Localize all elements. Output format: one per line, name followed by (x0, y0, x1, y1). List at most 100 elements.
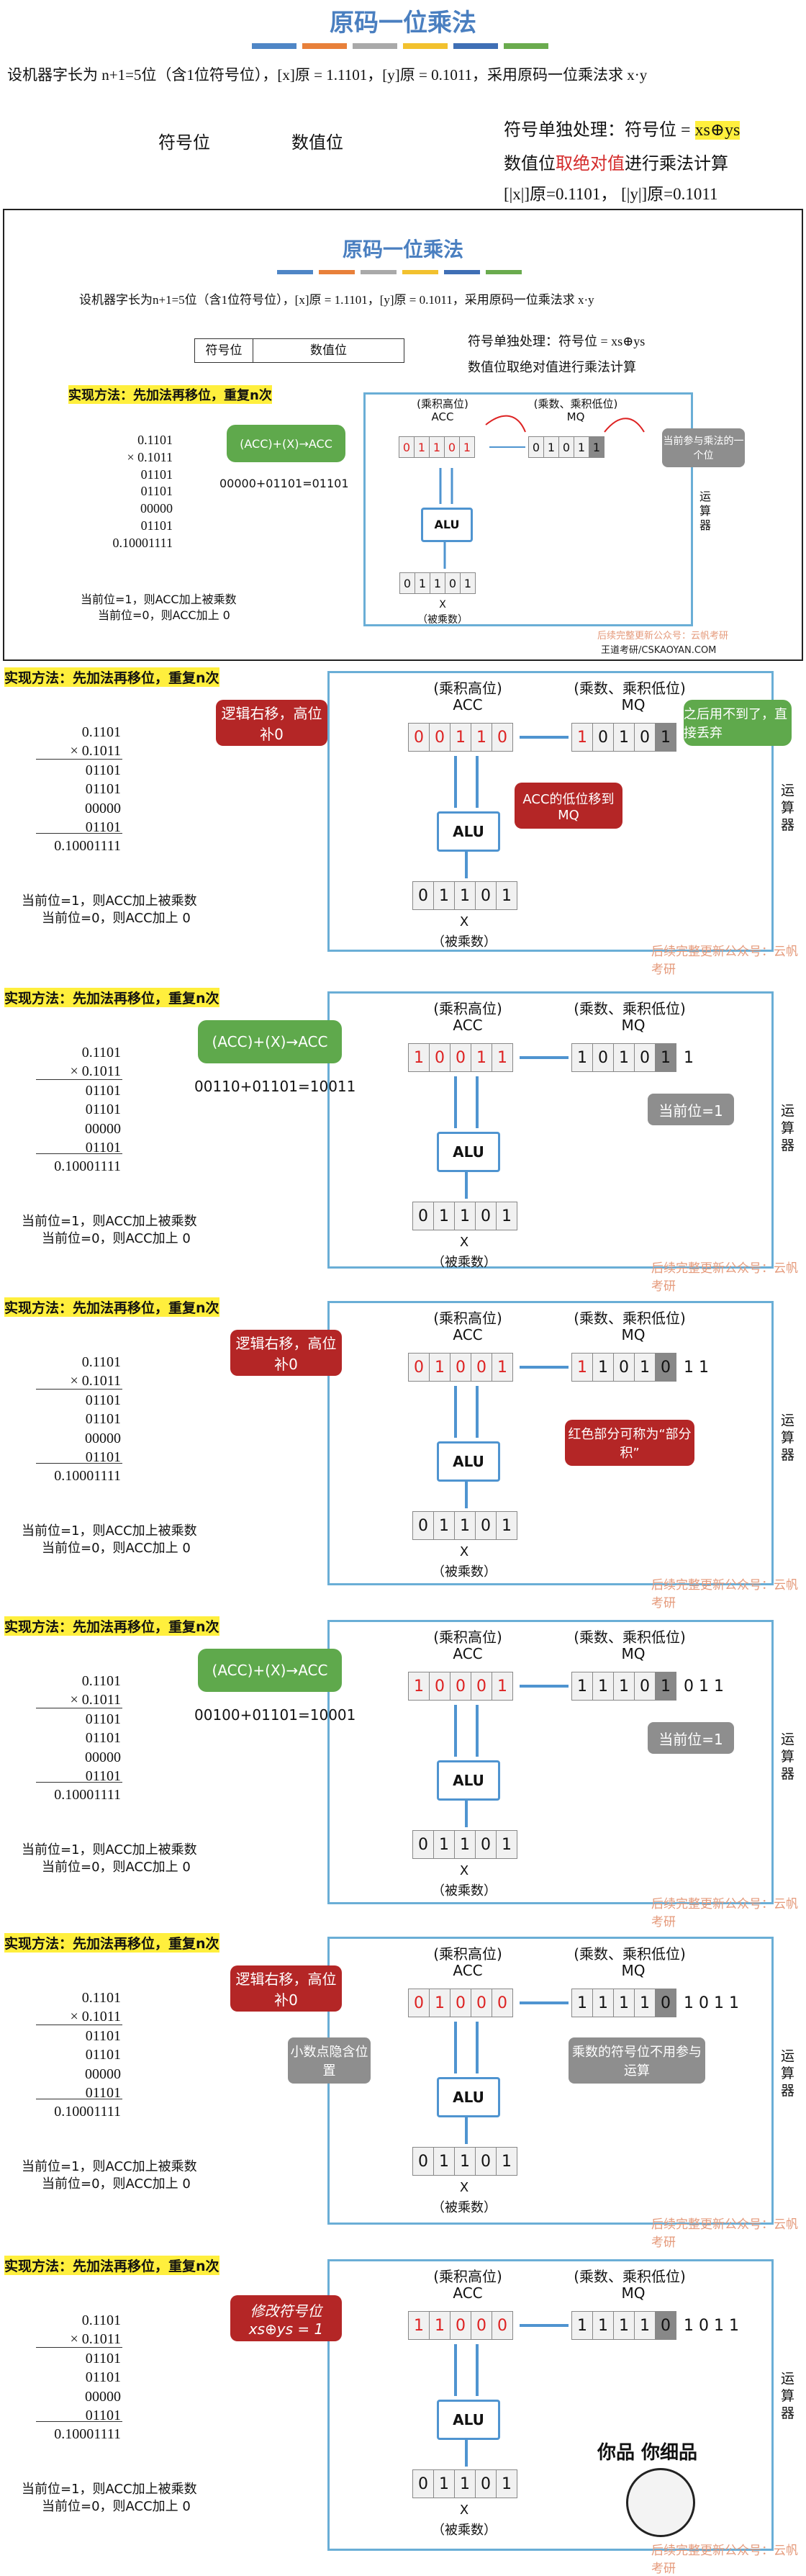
register-bit: 0 (412, 1830, 434, 1859)
register-bit: 0 (429, 1672, 450, 1701)
partial-3: 00000 (85, 1430, 121, 1446)
red-callout-note: 红色部分可称为“部分积” (565, 1420, 694, 1466)
shift-arrow (485, 415, 526, 433)
color-bar-seg (319, 270, 355, 274)
mq-label: MQ (621, 2284, 646, 2302)
register-bit: 0 (412, 2147, 434, 2176)
unit-frame (327, 2259, 774, 2551)
partial-2: 01101 (85, 2369, 121, 2386)
multiplicand: 0.1101 (81, 1990, 121, 2006)
register-bit: 1 (433, 2469, 455, 2498)
rule-one: 当前位=1，则ACC加上被乘数 (81, 593, 237, 606)
x-label: X (459, 2180, 469, 2195)
current-bit-note: 当前参与乘法的一个位 (662, 428, 745, 467)
gray-callout: 小数点隐含位置 (288, 2037, 371, 2084)
register-bit: 1 (592, 2311, 614, 2340)
register-bit: 1 (571, 1353, 593, 1382)
rule-zero: 当前位=0，则ACC加上 0 (42, 1231, 191, 1247)
partial-1: 01101 (85, 1711, 121, 1727)
shifted-out-bits: 1 0 1 1 (684, 2317, 739, 2335)
register-bit: 1 (492, 1353, 513, 1382)
register-bit: 1 (460, 572, 476, 594)
unit-label: 运算器 (781, 783, 795, 833)
shifted-out-bits: 1 (684, 1049, 694, 1067)
slide-1-unit-frame (363, 392, 693, 626)
multiplier: × 0.1011 (127, 449, 173, 464)
register-bit: 1 (571, 1989, 593, 2017)
mq-label: MQ (621, 696, 646, 713)
x-desc: （被乘数） (432, 1255, 497, 1270)
acc-label: ACC (453, 696, 483, 713)
x-desc: （被乘数） (432, 1564, 497, 1580)
register-bit: 0 (475, 881, 497, 910)
register-bit: 0 (634, 723, 656, 752)
value-bits-label: 数值位 (291, 132, 343, 153)
sign-rule-text: 符号单独处理：符号位 = (504, 121, 695, 140)
x-label: X (459, 1863, 469, 1878)
shifted-out-bits: 1 1 (684, 1359, 709, 1377)
acc-top-label: (乘积高位) (433, 1000, 502, 1017)
rule-one: 当前位=1，则ACC加上被乘数 (22, 2159, 197, 2174)
watermark: 后续完整更新公众号：云帆考研 (651, 1578, 798, 1611)
unit-label: 运算器 (781, 1413, 795, 1463)
register-bit: 1 (496, 1202, 517, 1230)
gray-callout-note: 乘数的符号位不用参与运算 (569, 2037, 705, 2084)
slide-1-value-rule: 数值位取绝对值进行乘法计算 (468, 360, 636, 374)
unit-label: 运算器 (699, 490, 712, 532)
register-bit: 0 (471, 1353, 492, 1382)
register-bit: 1 (454, 881, 476, 910)
register-bit: 0 (450, 2311, 471, 2340)
register-bit: 1 (454, 1202, 476, 1230)
mq-label: MQ (621, 1645, 646, 1662)
multiplicand: 0.1101 (81, 1045, 121, 1060)
mq-label: MQ (621, 1962, 646, 1979)
register-bit: 1 (450, 723, 471, 752)
alu-box: ALU (421, 508, 473, 542)
acc-label: ACC (453, 1962, 483, 1979)
mq-top-label: (乘数、乘积低位) (574, 1945, 686, 1963)
register-bit: 1 (433, 1830, 455, 1859)
register-bit: 1 (613, 1043, 635, 1072)
value-rule: 数值位取绝对值进行乘法计算 (504, 149, 728, 174)
red-callout: 逻辑右移，高位补0 (230, 1965, 342, 2012)
register-bit: 0 (412, 2469, 434, 2498)
x-desc: （被乘数） (432, 2523, 497, 2538)
register-bit: 1 (592, 1353, 614, 1382)
sum-rule (36, 1153, 122, 1154)
shifted-out-bits: 0 1 1 (684, 1677, 724, 1695)
mq-top-label: (乘数、乘积低位) (574, 1310, 686, 1327)
partial-1: 01101 (85, 1392, 121, 1408)
alu-box: ALU (437, 2400, 500, 2440)
result: 0.10001111 (112, 535, 173, 550)
multiplier: × 0.1011 (70, 1692, 121, 1708)
partial-1: 01101 (85, 1082, 121, 1099)
register-bit: 0 (450, 1353, 471, 1382)
register-bit: 1 (613, 1989, 635, 2017)
register-bit: 1 (471, 723, 492, 752)
red-callout-note: ACC的低位移到MQ (515, 783, 622, 829)
register-bit: 1 (492, 1043, 513, 1072)
register-bit: 1 (592, 1989, 614, 2017)
color-bar-seg (403, 43, 448, 49)
sum-rule (36, 2421, 122, 2422)
rule-zero: 当前位=0，则ACC加上 0 (42, 2176, 191, 2192)
